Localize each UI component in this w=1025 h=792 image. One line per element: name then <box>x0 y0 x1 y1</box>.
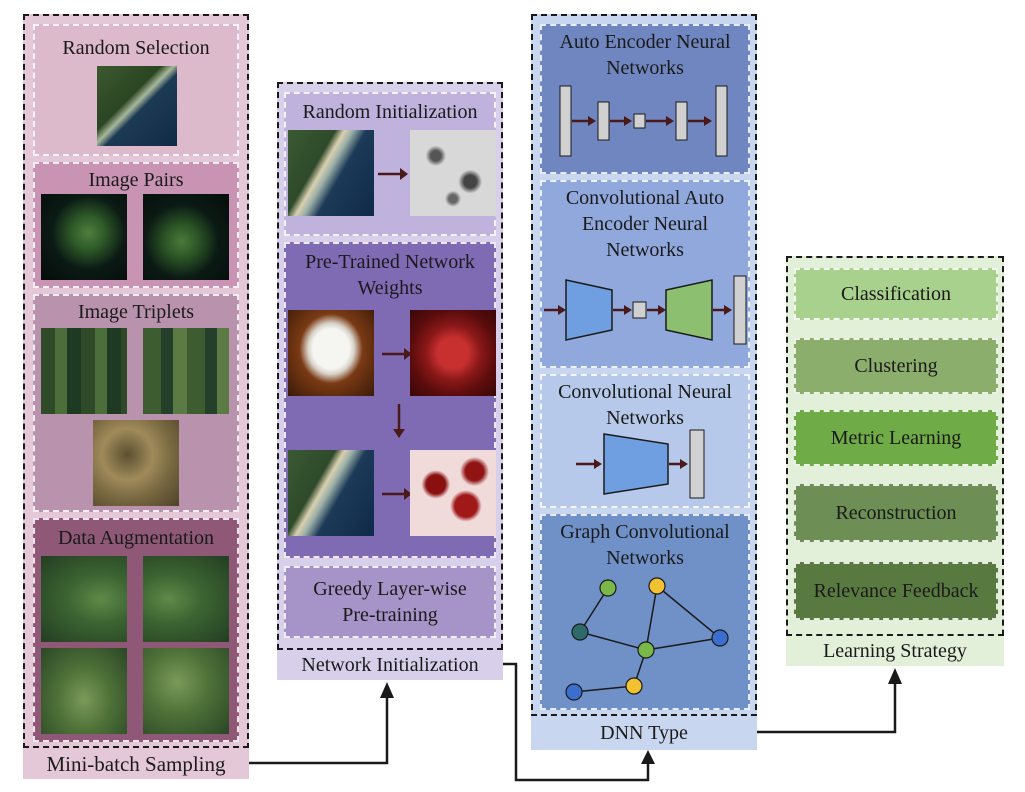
relevance-feedback-box: Relevance Feedback <box>794 562 998 620</box>
down-arrow-icon <box>393 404 405 438</box>
pretrained-label-line2: Weights <box>357 277 423 299</box>
metric-learning-label: Metric Learning <box>830 426 962 449</box>
autoencoder-diagram <box>559 85 728 157</box>
beach-image <box>288 450 374 536</box>
coast-image <box>97 66 177 146</box>
gcn-label-line1: Graph Convolutional <box>560 521 730 543</box>
cnn-diagram <box>576 429 705 499</box>
random-weights-image <box>410 130 496 216</box>
mini-batch-footer: Mini-batch Sampling <box>23 746 249 779</box>
random-initialization-label: Random Initialization <box>302 101 478 123</box>
clustering-label: Clustering <box>854 354 938 377</box>
finetuned-activation-image <box>410 450 496 536</box>
graph-diagram <box>565 577 729 701</box>
conv-autoencoder-diagram <box>544 275 747 345</box>
gcn-box: Graph Convolutional Networks <box>540 514 750 710</box>
arrow-icon <box>382 488 412 500</box>
clustering-box: Clustering <box>794 338 998 394</box>
image-triplets-box: Image Triplets <box>33 294 239 512</box>
autoencoder-label-line2: Networks <box>606 57 684 79</box>
random-initialization-box: Random Initialization <box>284 92 496 236</box>
random-selection-label: Random Selection <box>62 37 210 59</box>
pretrained-activation-image <box>410 310 496 396</box>
random-selection-box: Random Selection <box>33 24 239 156</box>
augmented-image-4 <box>143 648 229 734</box>
network-initialization-label: Network Initialization <box>301 654 479 676</box>
image-pairs-box: Image Pairs <box>33 162 239 288</box>
cnn-label-line1: Convolutional Neural <box>558 381 732 403</box>
conv-ae-label-line2: Encoder Neural <box>581 213 709 235</box>
greedy-pretraining-box: Greedy Layer-wise Pre-training <box>284 566 496 638</box>
conv-ae-label-line1: Convolutional Auto <box>565 187 725 209</box>
cnn-label-line2: Networks <box>606 407 684 429</box>
greedy-label-line2: Pre-training <box>342 604 438 626</box>
autoencoder-box: Auto Encoder Neural Networks <box>540 24 750 174</box>
pretrained-weights-box: Pre-Trained Network Weights <box>284 242 496 558</box>
pretrained-label-line1: Pre-Trained Network <box>305 251 475 273</box>
metric-learning-box: Metric Learning <box>794 410 998 466</box>
augmented-image-2 <box>143 556 229 642</box>
learning-strategy-footer: Learning Strategy <box>786 634 1004 666</box>
relevance-feedback-label: Relevance Feedback <box>813 579 979 602</box>
conv-ae-label-line3: Networks <box>606 239 684 261</box>
image-triplets-label: Image Triplets <box>77 301 195 323</box>
triplet-image-3 <box>93 420 179 506</box>
augmented-image-1 <box>41 556 127 642</box>
image-pairs-label: Image Pairs <box>88 169 184 191</box>
greedy-label-line1: Greedy Layer-wise <box>313 578 467 600</box>
mini-batch-sampling-label: Mini-batch Sampling <box>46 752 226 776</box>
dnn-type-label: DNN Type <box>600 722 688 744</box>
arrow-icon <box>382 348 412 360</box>
arrow-icon <box>378 168 408 180</box>
gcn-label-line2: Networks <box>606 547 684 569</box>
dnn-type-footer: DNN Type <box>531 714 757 750</box>
augmented-image-3 <box>41 648 127 734</box>
classification-box: Classification <box>794 268 998 320</box>
dog-image <box>288 310 374 396</box>
reconstruction-box: Reconstruction <box>794 484 998 542</box>
triplet-image-2 <box>143 328 229 414</box>
reconstruction-label: Reconstruction <box>835 501 957 524</box>
learning-strategy-label: Learning Strategy <box>823 640 967 662</box>
beach-image <box>288 130 374 216</box>
classification-label: Classification <box>841 282 951 305</box>
autoencoder-label-line1: Auto Encoder Neural <box>559 31 731 53</box>
data-augmentation-box: Data Augmentation <box>33 518 239 742</box>
conv-autoencoder-box: Convolutional Auto Encoder Neural Networ… <box>540 180 750 368</box>
network-initialization-footer: Network Initialization <box>277 648 503 680</box>
cnn-box: Convolutional Neural Networks <box>540 374 750 508</box>
pair-image-1 <box>41 194 127 280</box>
triplet-image-1 <box>41 328 127 414</box>
pair-image-2 <box>143 194 229 280</box>
data-augmentation-label: Data Augmentation <box>57 527 215 549</box>
